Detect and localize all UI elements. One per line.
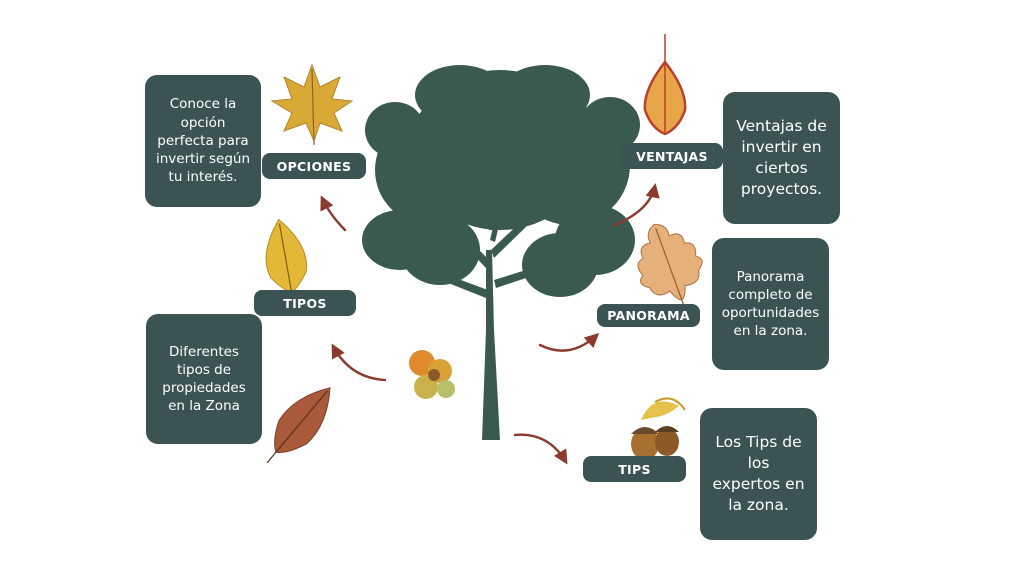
autumn-leaf-icon xyxy=(266,387,331,464)
card-tips: Los Tips de los expertos en la zona. xyxy=(700,408,817,540)
card-panorama-text: Panorama completo de oportunidades en la… xyxy=(721,268,820,340)
pill-opciones: OPCIONES xyxy=(262,153,366,179)
arrow-tipos xyxy=(331,343,387,382)
maple-leaf-icon xyxy=(270,63,354,146)
autumn-leaf-icon xyxy=(643,34,687,136)
pill-tips: TIPS xyxy=(583,456,686,482)
arrow-tips xyxy=(513,433,568,465)
acorn-icon xyxy=(631,397,686,460)
pill-ventajas-label: VENTAJAS xyxy=(636,148,708,164)
card-ventajas-text: Ventajas de invertir en ciertos proyecto… xyxy=(736,117,827,198)
pill-tips-label: TIPS xyxy=(618,461,651,477)
pill-opciones-label: OPCIONES xyxy=(276,158,352,174)
pill-panorama: PANORAMA xyxy=(597,304,700,327)
oak-leaf-cluster-icon xyxy=(409,350,455,399)
arrow-ventajas xyxy=(613,183,660,227)
pill-tipos-label: TIPOS xyxy=(283,295,327,311)
card-tipos: Diferentes tipos de propiedades en la Zo… xyxy=(146,314,262,444)
pill-ventajas: VENTAJAS xyxy=(621,143,723,169)
arrow-panorama xyxy=(538,333,600,352)
pill-panorama-label: PANORAMA xyxy=(607,308,690,323)
card-opciones: Conoce la opción perfecta para invertir … xyxy=(145,75,261,207)
card-panorama: Panorama completo de oportunidades en la… xyxy=(712,238,829,370)
card-ventajas: Ventajas de invertir en ciertos proyecto… xyxy=(723,92,840,224)
card-opciones-text: Conoce la opción perfecta para invertir … xyxy=(155,96,251,186)
oak-leaf-icon xyxy=(637,223,703,312)
card-tipos-text: Diferentes tipos de propiedades en la Zo… xyxy=(162,343,246,415)
arrow-opciones xyxy=(320,195,347,232)
pill-tipos: TIPOS xyxy=(254,290,356,316)
card-tips-text: Los Tips de los expertos en la zona. xyxy=(712,433,805,514)
